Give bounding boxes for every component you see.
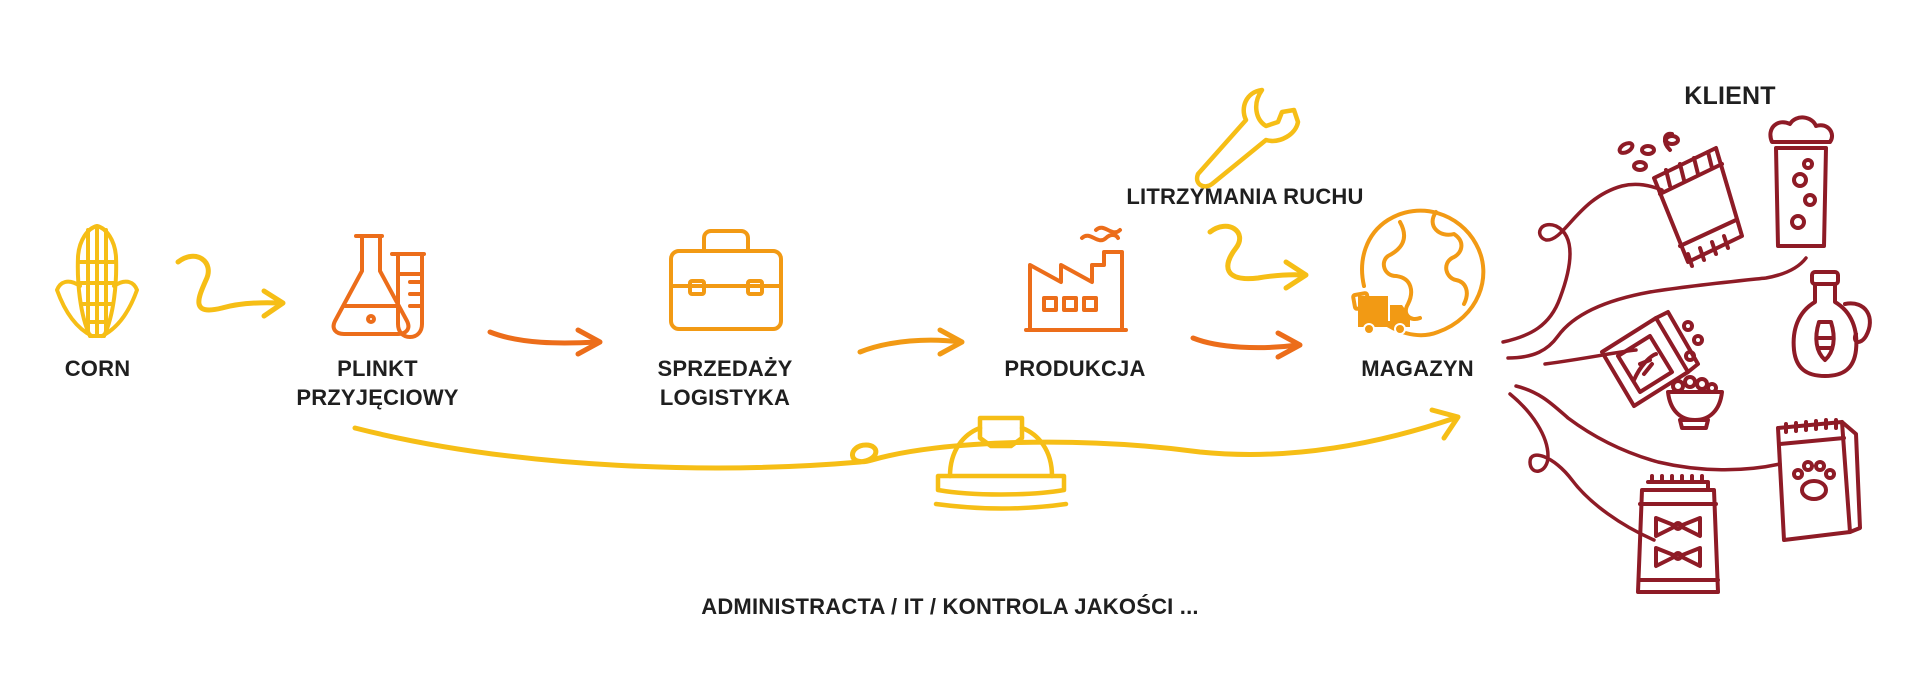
arrow-admin-to-warehouse bbox=[352, 407, 1461, 471]
hard-hat-icon bbox=[933, 415, 1069, 511]
corn-icon bbox=[55, 224, 139, 338]
beer-glass-icon bbox=[1768, 115, 1835, 248]
node-label-production: PRODUKCJA bbox=[1004, 356, 1146, 381]
lab-flask-icon bbox=[331, 234, 426, 339]
node-label-admin: ADMINISTRACTA / IT / KONTROLA JAKOŚCI ..… bbox=[701, 594, 1199, 619]
client-branches bbox=[1501, 182, 1808, 542]
truck-icon bbox=[1358, 296, 1410, 335]
arrow-sales-to-production bbox=[857, 327, 965, 357]
pasta-bag-icon bbox=[1636, 474, 1720, 594]
node-label-maintenance: LITRZYMANIA RUCHU bbox=[1126, 184, 1364, 209]
arrow-corn-to-lab bbox=[175, 253, 286, 319]
briefcase-icon bbox=[669, 229, 783, 331]
wrench-icon bbox=[1194, 87, 1301, 189]
node-label-sales: SPRZEDAŻY LOGISTYKA bbox=[657, 356, 793, 410]
arrow-maintenance-to-warehouse bbox=[1207, 223, 1309, 291]
arrow-production-to-warehouse bbox=[1190, 330, 1303, 360]
arrow-lab-to-sales bbox=[487, 327, 603, 357]
node-label-warehouse: MAGAZYN bbox=[1361, 356, 1474, 381]
oil-bottle-icon bbox=[1791, 270, 1872, 378]
pet-food-bag-icon bbox=[1776, 418, 1862, 542]
node-label-client: KLIENT bbox=[1684, 82, 1776, 110]
snack-bag-icon bbox=[1617, 131, 1744, 268]
cereal-box-icon bbox=[1600, 310, 1724, 430]
node-label-lab: PLINKT PRZYJĘCIOWY bbox=[296, 356, 459, 410]
node-label-corn: CORN bbox=[64, 356, 131, 381]
factory-icon bbox=[1024, 225, 1128, 332]
